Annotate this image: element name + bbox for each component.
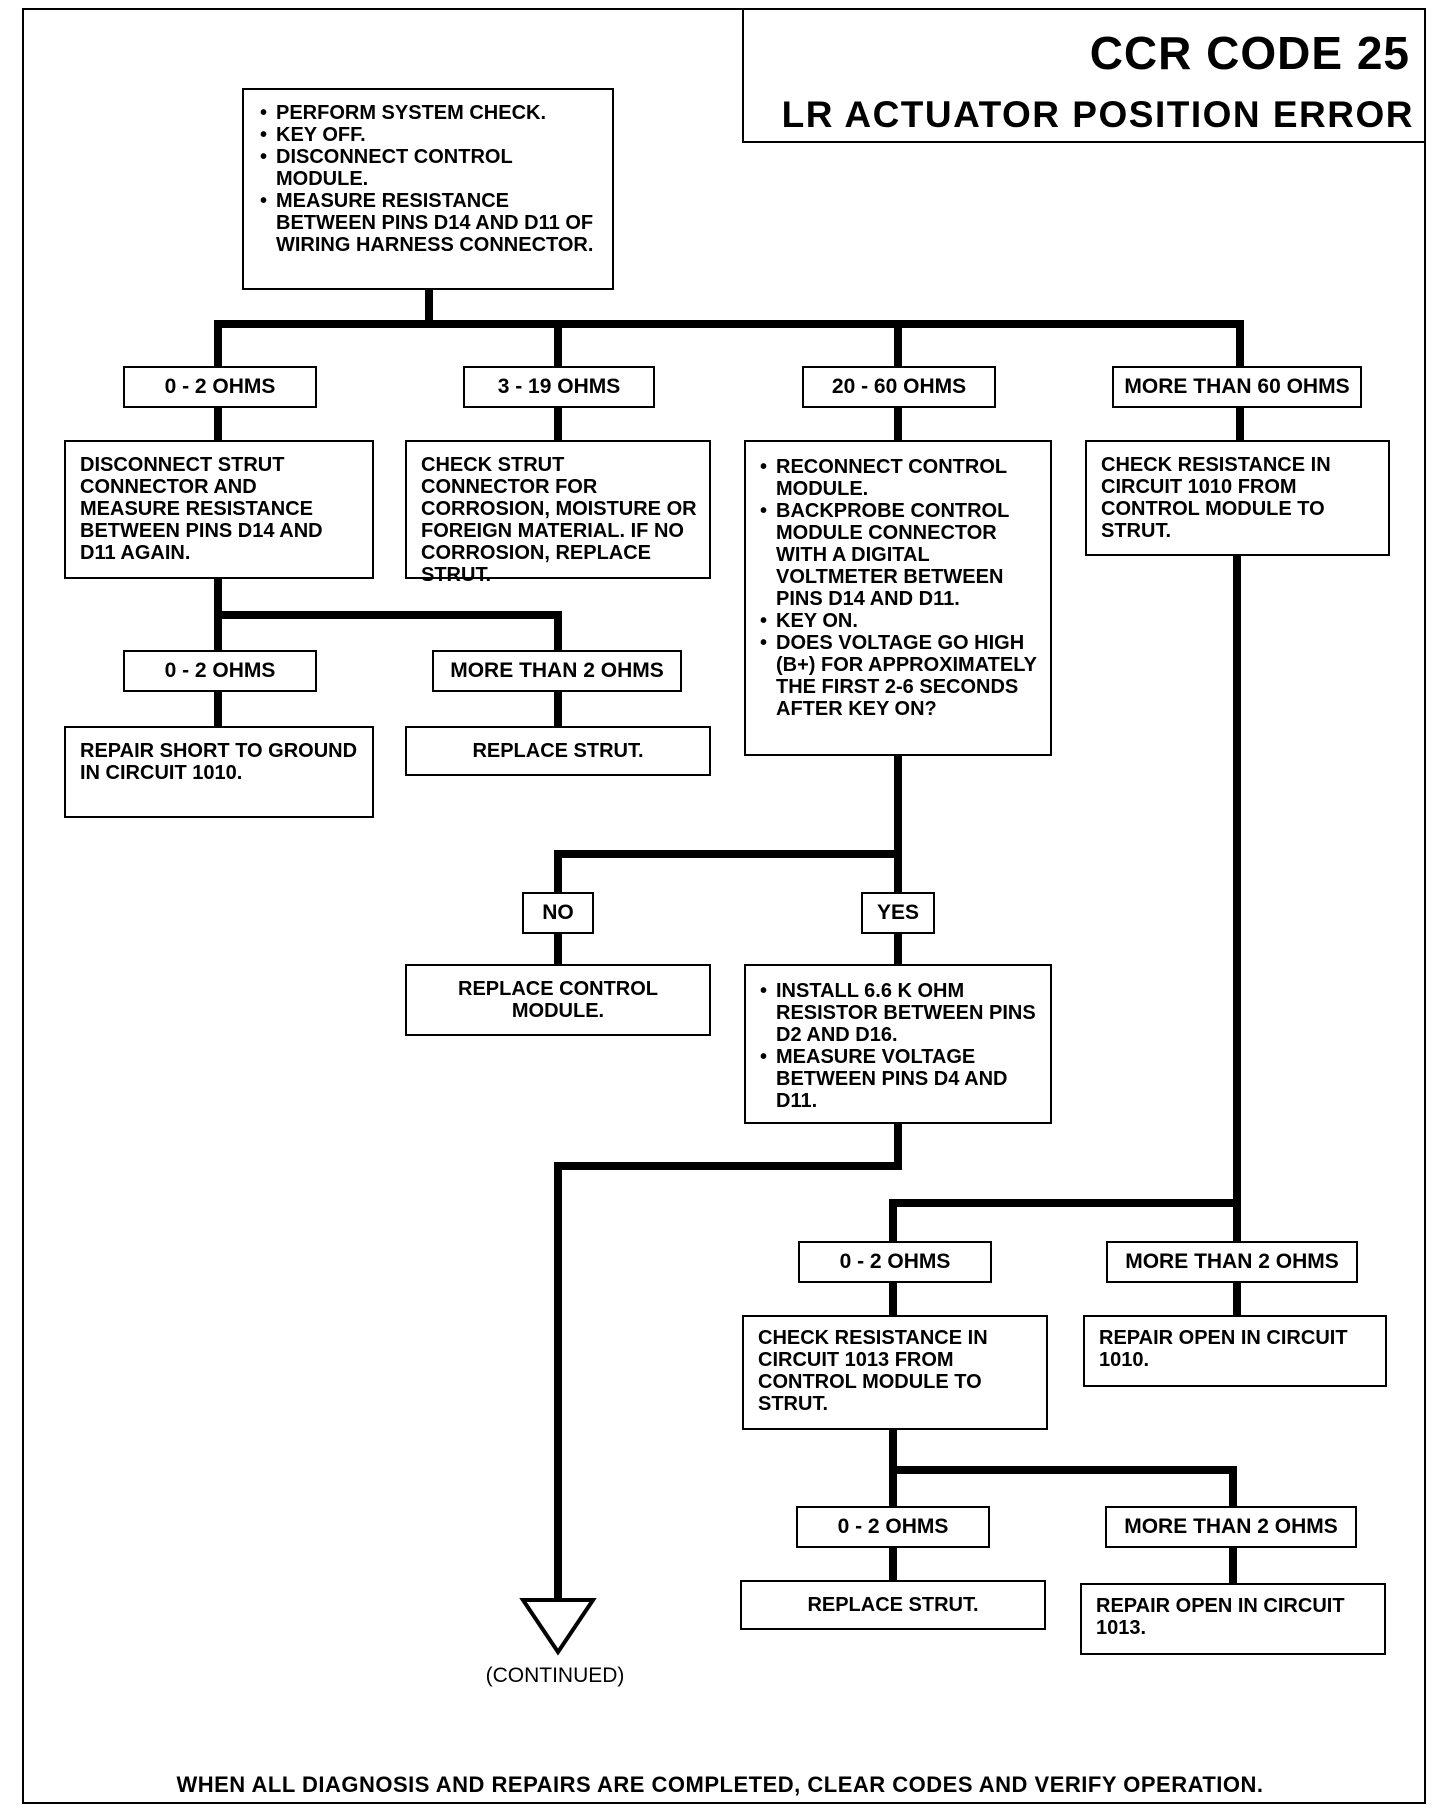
branch3-yes-steps-box: INSTALL 6.6 K OHM RESISTOR BETWEEN PINS …: [744, 964, 1052, 1124]
continued-label: (CONTINUED): [485, 1664, 625, 1687]
branch3-yes-step: INSTALL 6.6 K OHM RESISTOR BETWEEN PINS …: [760, 980, 1040, 1046]
branch4-high2-label: MORE THAN 2 OHMS: [1105, 1506, 1357, 1548]
diagnostic-code-name: LR ACTUATOR POSITION ERROR: [781, 94, 1414, 135]
start-step: MEASURE RESISTANCE BETWEEN PINS D14 AND …: [260, 190, 602, 256]
branch-label-20-60-ohms: 20 - 60 OHMS: [802, 366, 996, 408]
branch4-high-result: REPAIR OPEN IN CIRCUIT 1010.: [1083, 1315, 1387, 1387]
branch-label-0-2-ohms: 0 - 2 OHMS: [123, 366, 317, 408]
branch1-low-label: 0 - 2 OHMS: [123, 650, 317, 692]
continued-triangle-icon: [519, 1598, 597, 1656]
branch-label-more-than-60-ohms: MORE THAN 60 OHMS: [1112, 366, 1362, 408]
branch3-no-result: REPLACE CONTROL MODULE.: [405, 964, 711, 1036]
branch3-step: RECONNECT CONTROL MODULE.: [760, 456, 1040, 500]
branch1-high-result: REPLACE STRUT.: [405, 726, 711, 776]
branch2-action-box: CHECK STRUT CONNECTOR FOR CORROSION, MOI…: [405, 440, 711, 586]
branch4-low-label: 0 - 2 OHMS: [798, 1241, 992, 1283]
diagnostic-code-title: CCR CODE 25: [1089, 27, 1410, 79]
branch4-action-box: CHECK RESISTANCE IN CIRCUIT 1010 FROM CO…: [1085, 440, 1390, 556]
branch1-low-result: REPAIR SHORT TO GROUND IN CIRCUIT 1010.: [64, 726, 374, 818]
branch1-high-label: MORE THAN 2 OHMS: [432, 650, 682, 692]
branch4-high-label: MORE THAN 2 OHMS: [1106, 1241, 1358, 1283]
branch3-yes-label: YES: [861, 892, 935, 934]
title-block: CCR CODE 25 LR ACTUATOR POSITION ERROR: [742, 8, 1426, 143]
start-step: DISCONNECT CONTROL MODULE.: [260, 146, 602, 190]
start-step-box: PERFORM SYSTEM CHECK. KEY OFF. DISCONNEC…: [242, 88, 614, 290]
branch3-step: DOES VOLTAGE GO HIGH (B+) FOR APPROXIMAT…: [760, 632, 1040, 720]
page-frame: [22, 8, 1426, 1804]
start-step: KEY OFF.: [260, 124, 602, 146]
branch4-low-action: CHECK RESISTANCE IN CIRCUIT 1013 FROM CO…: [742, 1315, 1048, 1430]
start-step: PERFORM SYSTEM CHECK.: [260, 102, 602, 124]
footer-instruction: WHEN ALL DIAGNOSIS AND REPAIRS ARE COMPL…: [176, 1772, 1264, 1797]
branch3-yes-step: MEASURE VOLTAGE BETWEEN PINS D4 AND D11.: [760, 1046, 1040, 1112]
branch3-steps-box: RECONNECT CONTROL MODULE. BACKPROBE CONT…: [744, 440, 1052, 756]
branch3-step: KEY ON.: [760, 610, 1040, 632]
branch4-high2-result: REPAIR OPEN IN CIRCUIT 1013.: [1080, 1583, 1386, 1655]
branch3-step: BACKPROBE CONTROL MODULE CONNECTOR WITH …: [760, 500, 1040, 610]
branch4-low2-result: REPLACE STRUT.: [740, 1580, 1046, 1630]
branch1-action-box: DISCONNECT STRUT CONNECTOR AND MEASURE R…: [64, 440, 374, 579]
branch4-low2-label: 0 - 2 OHMS: [796, 1506, 990, 1548]
branch-label-3-19-ohms: 3 - 19 OHMS: [463, 366, 655, 408]
branch3-no-label: NO: [522, 892, 594, 934]
